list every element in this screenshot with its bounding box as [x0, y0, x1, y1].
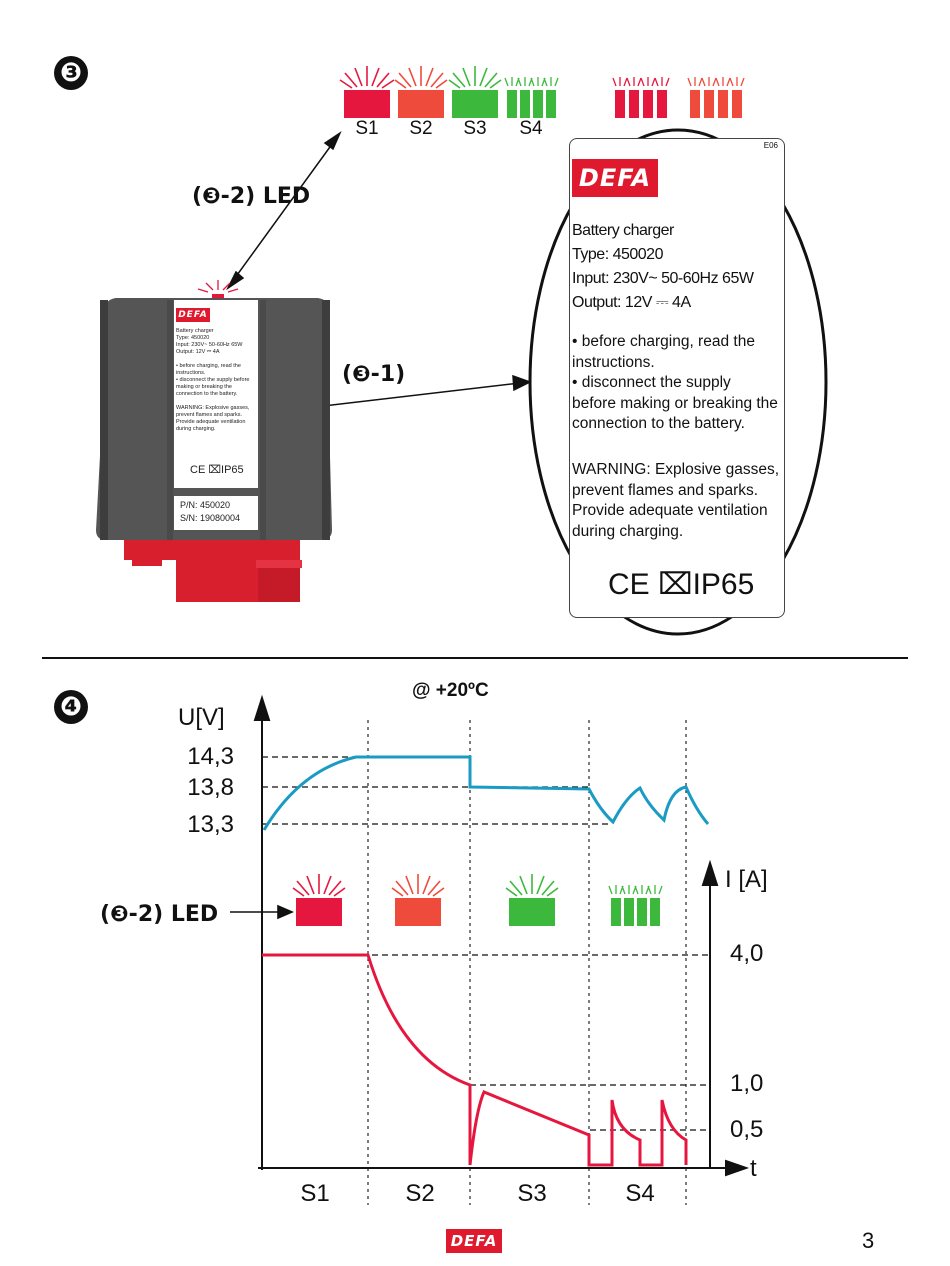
label-spec-line: Output: 12V ⎓ 4A [572, 294, 691, 311]
label-instructions: • before charging, read the instructions… [572, 332, 778, 435]
chart-led-callout: (❸-2) LED [100, 902, 218, 927]
led-arrow [226, 130, 342, 291]
device-pn: P/N: 450020 [180, 500, 231, 510]
product-label-card: E06 DEFA Battery charger Type: 450020 In… [569, 138, 785, 618]
led-error-red-indicator [612, 77, 670, 118]
device-defa-logo: DEFA [176, 308, 210, 322]
stage-label-s2: S2 [409, 118, 433, 139]
current-tick: 0,5 [730, 1116, 764, 1143]
voltage-curve [262, 755, 710, 831]
current-axis-label: I [A] [725, 866, 768, 893]
label-instruction-line: instructions. [572, 353, 655, 371]
phase-dividers [367, 720, 687, 1205]
led-error-orange-indicator [687, 77, 745, 118]
stage-label-s3: S3 [463, 118, 487, 139]
label-warning-line: during charging. [572, 522, 684, 540]
voltage-axis-label: U[V] [178, 704, 225, 731]
phase-label-s1: S1 [300, 1180, 330, 1207]
label-code: E06 [763, 141, 778, 150]
label-defa-logo: DEFA [572, 159, 658, 197]
current-curve [262, 953, 688, 1167]
chart-led-s2 [391, 874, 445, 926]
phase-label-s3: S3 [517, 1180, 547, 1207]
chart-led-s4 [608, 885, 663, 926]
temperature-note: @ +20ºC [412, 680, 489, 701]
device-mini-label: DEFA Battery charger Type: 450020 Input:… [174, 300, 258, 488]
led-callout-word: LED [262, 184, 311, 209]
led-callout-ref: (❸-2) [192, 184, 256, 209]
time-axis-label: t [750, 1155, 757, 1182]
label-specs: Battery charger Type: 450020 Input: 230V… [572, 219, 754, 315]
voltage-tick: 14,3 [187, 743, 234, 770]
current-tick: 1,0 [730, 1070, 764, 1097]
device-mini-text: Battery charger Type: 450020 Input: 230V… [176, 328, 250, 432]
label-instruction-line: connection to the battery. [572, 415, 745, 432]
section-3-badge: ❸ [54, 56, 88, 90]
device-mini-marks: CE ⌧IP65 [190, 464, 244, 476]
led-s1-indicator [339, 66, 395, 118]
phase-label-s4: S4 [625, 1180, 655, 1207]
device-serial-label: P/N: 450020 S/N: 19080004 [174, 496, 258, 530]
label-instruction-line: before making or breaking the [572, 394, 778, 412]
device-sn: S/N: 19080004 [180, 513, 241, 523]
chart-led-callout-word: LED [170, 902, 219, 927]
label-highlight-ellipse [528, 128, 828, 636]
led-s2-indicator [394, 66, 448, 118]
label-warning-line: WARNING: Explosive gasses, [572, 461, 780, 478]
stage-label-s1: S1 [355, 118, 379, 139]
section-3-graphics [96, 66, 828, 636]
stage-label-s4: S4 [519, 118, 543, 139]
footer-defa-logo: DEFA [446, 1229, 502, 1253]
label-warning-line: prevent flames and sparks. [572, 481, 759, 499]
current-tick: 4,0 [730, 940, 764, 967]
label-instruction-line: • before charging, read the [572, 333, 755, 350]
chart-guides [262, 756, 710, 1131]
label-spec-line: Input: 230V~ 50-60Hz 65W [572, 270, 754, 287]
chart-led-arrow [230, 904, 295, 920]
label-marks: CE ⌧IP65 [608, 568, 755, 601]
section-4-badge: ❹ [54, 690, 88, 724]
chart-led-callout-ref: (❸-2) [100, 902, 164, 927]
label-instruction-line: • disconnect the supply [572, 374, 731, 391]
label-warning-line: Provide adequate ventilation [572, 502, 768, 519]
chart-led-s1 [292, 874, 346, 926]
chart-led-s3 [505, 874, 559, 926]
led-callout: (❸-2) LED [192, 184, 310, 209]
voltage-tick: 13,8 [187, 774, 234, 801]
page-number: 3 [862, 1228, 875, 1253]
led-s3-indicator [448, 66, 502, 118]
chart-axes [253, 694, 750, 1177]
led-s4-indicator [504, 77, 559, 118]
voltage-tick: 13,3 [187, 811, 234, 838]
phase-label-s2: S2 [405, 1180, 435, 1207]
label-spec-line: Battery charger [572, 222, 674, 239]
label-spec-line: Type: 450020 [572, 246, 663, 263]
label-callout: (❸-1) [342, 362, 406, 387]
label-warning: WARNING: Explosive gasses, prevent flame… [572, 460, 779, 542]
section-divider [42, 657, 908, 659]
charge-curve-chart [230, 694, 750, 1205]
